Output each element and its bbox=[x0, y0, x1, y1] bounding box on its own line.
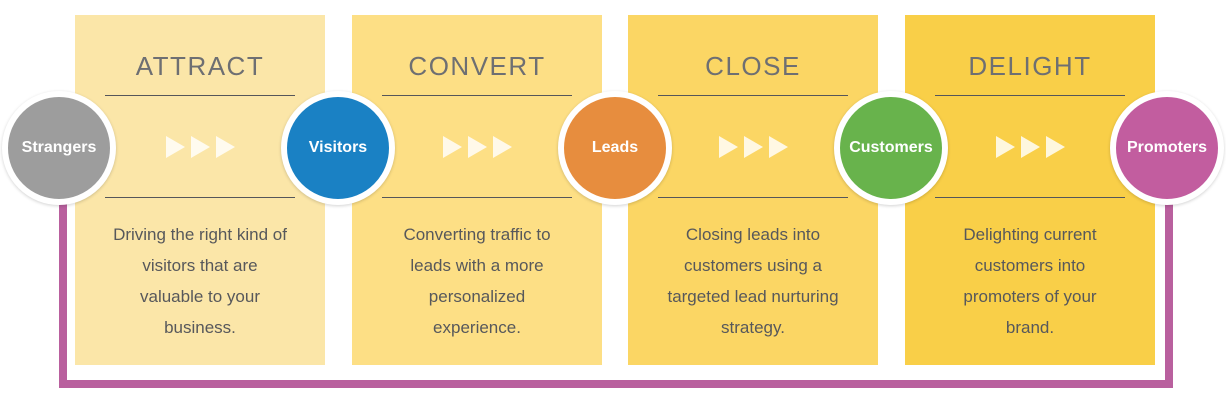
stage-card-convert: CONVERT Converting traffic to leads with… bbox=[352, 15, 602, 365]
persona-label: Promoters bbox=[1126, 139, 1208, 156]
divider-line bbox=[382, 197, 572, 198]
persona-label: Visitors bbox=[308, 139, 368, 156]
divider-line bbox=[105, 197, 295, 198]
persona-circle-customers: Customers bbox=[834, 91, 948, 205]
divider-line bbox=[658, 197, 848, 198]
persona-label: Customers bbox=[849, 139, 933, 156]
persona-circle-visitors: Visitors bbox=[281, 91, 395, 205]
triple-right-arrows-icon bbox=[905, 96, 1155, 197]
stage-description: Closing leads into customers using a tar… bbox=[667, 225, 839, 337]
divider-line bbox=[382, 95, 572, 96]
stage-card-delight: DELIGHT Delighting current customers int… bbox=[905, 15, 1155, 365]
stage-title: DELIGHT bbox=[968, 51, 1092, 81]
triple-right-arrows-icon bbox=[628, 96, 878, 197]
funnel-connector-line bbox=[59, 198, 1173, 388]
persona-circle-strangers: Strangers bbox=[2, 91, 116, 205]
persona-label: Strangers bbox=[21, 139, 97, 156]
persona-label: Leads bbox=[591, 139, 639, 156]
persona-circle-leads: Leads bbox=[558, 91, 672, 205]
triple-right-arrows-icon bbox=[352, 96, 602, 197]
stage-title: ATTRACT bbox=[135, 51, 265, 81]
stage-description: Converting traffic to leads with a more … bbox=[403, 225, 551, 337]
stage-card-close: CLOSE Closing leads into customers using… bbox=[628, 15, 878, 365]
divider-line bbox=[935, 197, 1125, 198]
stage-title: CONVERT bbox=[408, 51, 546, 81]
stage-card-attract: ATTRACT Driving the right kind of visito… bbox=[75, 15, 325, 365]
stage-title: CLOSE bbox=[705, 51, 801, 81]
persona-circle-promoters: Promoters bbox=[1110, 91, 1224, 205]
divider-line bbox=[658, 95, 848, 96]
divider-line bbox=[935, 95, 1125, 96]
divider-line bbox=[105, 95, 295, 96]
stage-description: Delighting current customers into promot… bbox=[963, 225, 1097, 337]
stage-description: Driving the right kind of visitors that … bbox=[113, 225, 287, 337]
triple-right-arrows-icon bbox=[75, 96, 325, 197]
